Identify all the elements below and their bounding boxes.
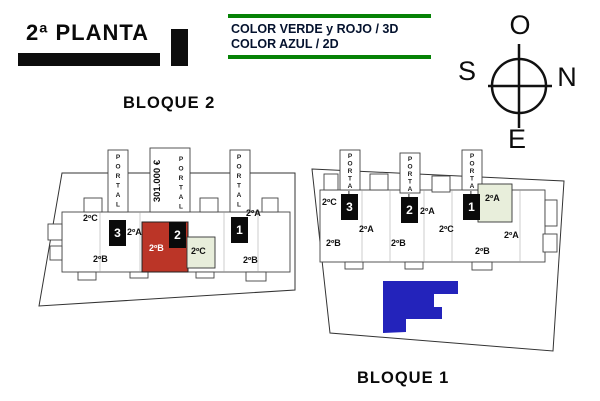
unit-label: 2ºA (359, 224, 374, 234)
page-title: 2ª PLANTA (26, 20, 150, 45)
unit-label: 2ºB (391, 238, 406, 248)
bloque1-portal-number-3: 3 (341, 194, 358, 220)
bloque2-title: BLOQUE 2 (123, 94, 216, 112)
title-underline-bar (18, 53, 160, 66)
unit-label: 2ºB (326, 238, 341, 248)
unit-label: 2ºB (475, 246, 490, 256)
unit-label: 2ºA (420, 206, 435, 216)
bloque1-portal1-label: PORTAL (468, 153, 476, 198)
compass-letter-north: N (557, 62, 577, 92)
bloque2-plot-boundary (38, 172, 296, 307)
unit-label: 2ºC (439, 224, 454, 234)
bloque1-portal2-label: PORTAL (406, 156, 414, 201)
legend-bottom-rule (228, 55, 431, 59)
unit-label: 2ºC (322, 197, 337, 207)
bloque1-title: BLOQUE 1 (357, 369, 450, 387)
legend-top-rule (228, 14, 431, 18)
bloque2-portal-number-1: 1 (231, 217, 248, 243)
unit-label: 2ºB (243, 255, 258, 265)
legend-line-3d: COLOR VERDE y ROJO / 3D (231, 22, 399, 36)
bloque2-portal3-label: PORTAL (114, 154, 122, 211)
compass-letter-east: E (507, 124, 526, 154)
bloque2-portal-number-3: 3 (109, 220, 126, 246)
unit-label: 2ºA (127, 227, 142, 237)
unit-label: 2ºA (504, 230, 519, 240)
compass-letter-west: O (509, 10, 531, 40)
unit-label-red-3d[interactable]: 2ºB (149, 243, 164, 253)
bloque2-price-label: 301.000 € (152, 159, 163, 203)
legend-line-2d: COLOR AZUL / 2D (231, 37, 339, 51)
unit-label: 2ºA (246, 208, 261, 218)
unit-label: 2ºC (83, 213, 98, 223)
bloque1-2d-plan-blue-shape[interactable] (383, 281, 458, 333)
bloque1-portal3-label: PORTAL (346, 153, 354, 198)
unit-label-green-3d[interactable]: 2ºC (191, 246, 206, 256)
compass-letter-south: S (457, 56, 476, 86)
bloque1-portal-number-2: 2 (401, 197, 418, 223)
unit-label-green-3d[interactable]: 2ºA (485, 193, 500, 203)
color-legend: COLOR VERDE y ROJO / 3D COLOR AZUL / 2D (228, 14, 431, 59)
bloque1-portal-number-1: 1 (463, 194, 480, 220)
title-corner-block (171, 29, 188, 66)
bloque2-portal1-label: PORTAL (235, 154, 243, 211)
bloque2-unit-2c-green-3d-view[interactable] (186, 236, 216, 269)
bloque2-portal-number-2: 2 (169, 222, 186, 248)
compass-rose (488, 44, 552, 128)
bloque1-unit-2a-green-3d-view[interactable] (477, 183, 513, 223)
bloque2-portal2-label: PORTAL (177, 156, 185, 213)
unit-label: 2ºB (93, 254, 108, 264)
